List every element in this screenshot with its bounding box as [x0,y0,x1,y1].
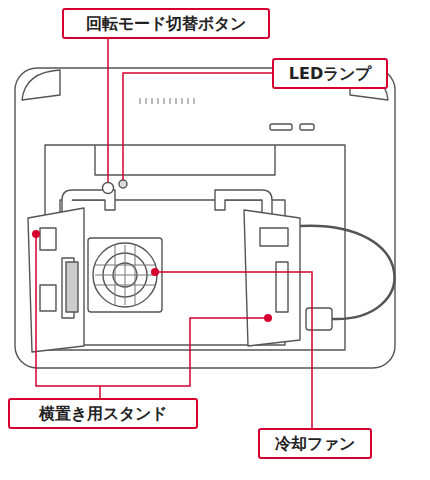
callout-label: 冷却ファン [275,434,355,453]
callout-label: 横置き用スタンド [39,404,167,423]
stand-right [244,210,300,346]
dock-body [45,145,345,350]
fan-frame [88,238,162,312]
leader-dot [151,268,159,276]
callout-label: 回転モード切替ボタン [86,14,246,33]
console-button [300,124,314,130]
callout-box: 横置き用スタンド [8,398,198,429]
usb-plug [306,308,332,330]
console-button [270,124,292,130]
fan-grill [93,243,157,307]
stand-cutout [276,262,288,312]
stand-cutout [40,228,56,250]
vent [140,98,194,104]
leader-dot [32,230,40,238]
console-body [15,68,395,368]
stand-slot [66,262,78,312]
dock-slot [95,145,275,175]
callout-box: 冷却ファン [258,428,372,459]
leader-line [36,234,268,386]
leader-dots [32,230,272,322]
stand-cutout [260,228,288,246]
led-lamp [119,180,127,188]
callout-box: LEDランプ [272,58,388,89]
leader-line [123,73,272,180]
leader-dot [264,314,272,322]
leader-line [99,386,101,398]
callout-box: 回転モード切替ボタン [62,8,270,39]
stand-cutout [40,285,56,311]
joycon-left [22,70,60,100]
leader-lines [36,36,312,428]
cable [300,226,394,319]
callout-label: LEDランプ [289,64,371,83]
leader-line [107,36,109,182]
mode-button [103,183,114,194]
fan-mesh [95,245,155,305]
